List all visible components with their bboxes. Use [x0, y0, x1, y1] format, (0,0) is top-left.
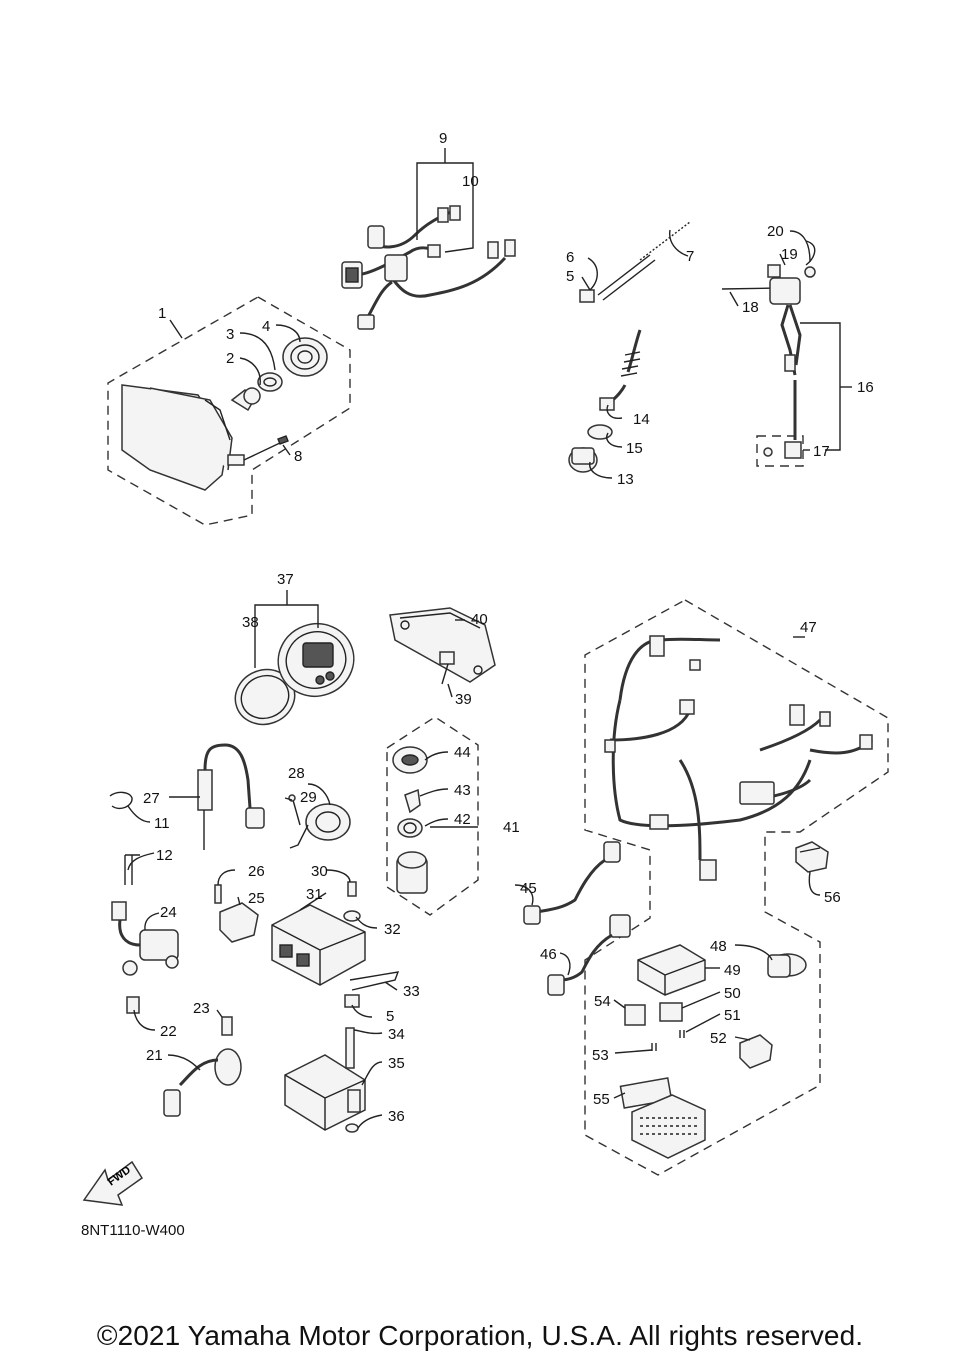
callout-33: 33: [403, 983, 420, 1000]
callout-18: 18: [742, 299, 759, 316]
rectifier-regulator: [284, 1027, 366, 1133]
callout-56: 56: [824, 889, 841, 906]
callout-23: 23: [193, 1000, 210, 1017]
leader-lines: [127, 229, 821, 1129]
callout-29: 29: [300, 789, 317, 806]
callout-43: 43: [454, 782, 471, 799]
callout-48: 48: [710, 938, 727, 955]
callout-46: 46: [540, 946, 557, 963]
callout-3: 3: [226, 326, 234, 343]
bulb-cover-ring: [257, 372, 283, 392]
callout-40: 40: [471, 611, 488, 628]
parts-diagram: FWD: [82, 130, 889, 1206]
sub-wire-harness: [341, 205, 516, 330]
callout-17: 17: [813, 443, 830, 460]
callout-36: 36: [388, 1108, 405, 1125]
main-wire-harness: [584, 599, 889, 1176]
callout-27: 27: [143, 790, 160, 807]
headlight-assembly: [107, 296, 351, 526]
callout-55: 55: [593, 1091, 610, 1108]
callout-2: 2: [226, 350, 234, 367]
callout-28: 28: [288, 765, 305, 782]
sensor-lead: [579, 221, 691, 303]
callout-10: 10: [462, 173, 479, 190]
callout-6: 6: [566, 249, 574, 266]
sensor-21: [126, 996, 242, 1117]
meter-bracket: [389, 607, 496, 685]
callout-37: 37: [277, 571, 294, 588]
callout-21: 21: [146, 1047, 163, 1064]
fuse-box-assembly: [619, 944, 807, 1159]
callout-47: 47: [800, 619, 817, 636]
callout-19: 19: [781, 246, 798, 263]
callout-4: 4: [262, 318, 270, 335]
callout-16: 16: [857, 379, 874, 396]
bulb-socket-cover: [282, 337, 328, 377]
horn: [288, 794, 351, 849]
callout-32: 32: [384, 921, 401, 938]
callout-30: 30: [311, 863, 328, 880]
callout-7: 7: [686, 248, 694, 265]
meter-assembly: [234, 623, 355, 726]
callout-53: 53: [592, 1047, 609, 1064]
sensor-assembly-16: [721, 264, 816, 467]
callout-52: 52: [710, 1030, 727, 1047]
lead-46: [547, 914, 631, 996]
callout-15: 15: [626, 440, 643, 457]
callout-22: 22: [160, 1023, 177, 1040]
callout-25: 25: [248, 890, 265, 907]
callout-numbers: 1 2 3 4 5 5 6 7 8 9 10 11 12 13 14 15 16…: [143, 130, 874, 1125]
sensor-25: [214, 884, 259, 943]
callout-45: 45: [520, 880, 537, 897]
ecu: [271, 881, 400, 1008]
callout-12: 12: [156, 847, 173, 864]
callout-9: 9: [439, 130, 447, 147]
forward-arrow-icon: FWD: [82, 1160, 144, 1206]
callout-8: 8: [294, 448, 302, 465]
headlight-bulb: [230, 387, 261, 412]
callout-31: 31: [306, 886, 323, 903]
callout-38: 38: [242, 614, 259, 631]
callout-14: 14: [633, 411, 650, 428]
callout-49: 49: [724, 962, 741, 979]
callout-20: 20: [767, 223, 784, 240]
callout-1: 1: [158, 305, 166, 322]
callout-34: 34: [388, 1026, 405, 1043]
callout-26: 26: [248, 863, 265, 880]
diagram-code: 8NT1110-W400: [81, 1222, 185, 1239]
callout-44: 44: [454, 744, 471, 761]
callout-41: 41: [503, 819, 520, 836]
callout-51: 51: [724, 1007, 741, 1024]
callout-50: 50: [724, 985, 741, 1002]
lead-45: [523, 841, 621, 925]
sensor-24: [111, 854, 179, 976]
switch-body: [568, 447, 598, 473]
temperature-sensor: [109, 743, 265, 850]
relay-48: [767, 953, 807, 978]
callout-11: 11: [154, 815, 170, 832]
callout-13: 13: [617, 471, 634, 488]
callout-5: 5: [566, 268, 574, 285]
callout-24: 24: [160, 904, 177, 921]
callout-35: 35: [388, 1055, 405, 1072]
callout-39: 39: [455, 691, 472, 708]
switch-56: [795, 841, 829, 873]
copyright-notice: ©2021 Yamaha Motor Corporation, U.S.A. A…: [96, 1320, 864, 1351]
callout-5b: 5: [386, 1008, 394, 1025]
main-switch-assembly: [386, 716, 479, 916]
callout-54: 54: [594, 993, 611, 1010]
callout-42: 42: [454, 811, 471, 828]
